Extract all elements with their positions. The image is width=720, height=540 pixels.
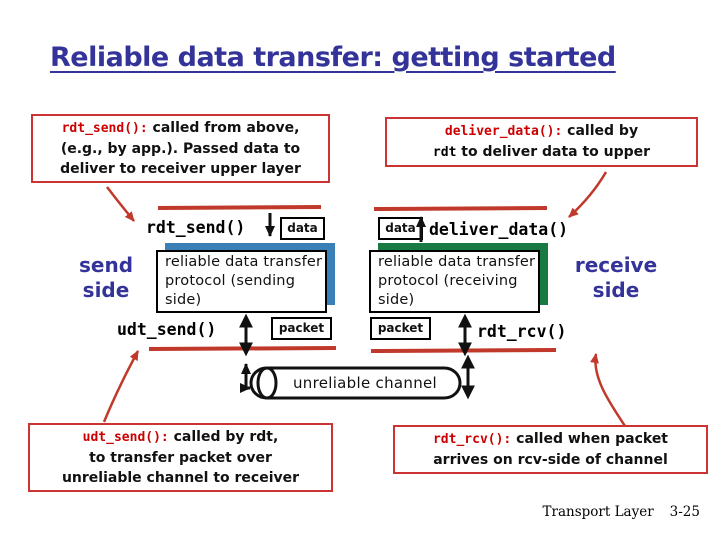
footer: Transport Layer 3-25 [480, 504, 701, 520]
udt-double-arrow [239, 313, 253, 328]
footer-label: Transport Layer [542, 504, 654, 520]
data-box-recv: data [378, 217, 423, 240]
callout-deliver-data-code: deliver_data(): [444, 124, 563, 139]
recv-protocol-box: reliable data transfer protocol (receivi… [369, 250, 540, 313]
udt-send-label: udt_send() [117, 320, 217, 339]
callout-rdt-send-line2: (e.g., by app.). Passed data to [60, 140, 301, 157]
callout-rdt-send: rdt_send(): called from above, (e.g., by… [31, 114, 330, 184]
callout-deliver-data: deliver_data(): called by rdt to deliver… [385, 117, 698, 167]
send-protocol-box: reliable data transfer protocol (sending… [156, 250, 327, 313]
callout-rdt-rcv-line2: arrives on rcv-side of channel [433, 451, 668, 468]
channel-right-double-arrow [461, 354, 475, 369]
arrow-to-deliver-data [568, 171, 608, 218]
callout-udt-send-line1: called by rdt, [168, 429, 279, 445]
callout-rdt-send-code: rdt_send(): [61, 121, 148, 136]
arrow-to-udt-send [102, 350, 140, 423]
callout-deliver-data-line2: to deliver data to upper [456, 143, 651, 160]
send-side-label: send side [78, 253, 134, 302]
data-box-send: data [280, 217, 325, 240]
callout-udt-send: udt_send(): called by rdt, to transfer p… [28, 423, 333, 493]
callout-udt-send-line3: unreliable channel to receiver [61, 470, 300, 487]
callout-deliver-data-line1: called by [562, 123, 639, 139]
callout-deliver-data-rdt: rdt [432, 144, 457, 160]
footer-page-number: 3-25 [669, 504, 700, 520]
packet-box-send: packet [271, 317, 332, 340]
callout-udt-send-line2: to transfer packet over [89, 449, 272, 466]
callout-rdt-rcv-line1: called when packet [511, 431, 668, 447]
receive-side-label: receive side [574, 253, 658, 302]
callout-rdt-rcv: rdt_rcv(): called when packet arrives on… [393, 425, 708, 475]
callout-rdt-send-line3: deliver to receiver upper layer [60, 161, 301, 178]
callout-udt-send-code: udt_send(): [82, 430, 169, 445]
rdt-rcv-label: rdt_rcv() [477, 322, 567, 341]
rdt-send-label: rdt_send() [146, 218, 246, 237]
rcv-double-arrow [458, 313, 472, 328]
page-title: Reliable data transfer: getting started [50, 42, 616, 73]
arrow-to-rdt-send [106, 186, 135, 222]
unreliable-channel-label: unreliable channel [292, 374, 438, 392]
deliver-data-label: deliver_data() [429, 220, 569, 239]
callout-rdt-rcv-code: rdt_rcv(): [432, 432, 512, 447]
packet-box-recv: packet [370, 317, 431, 340]
callout-rdt-send-line1: called from above, [147, 120, 300, 136]
arrow-to-rdt-rcv [590, 353, 627, 427]
